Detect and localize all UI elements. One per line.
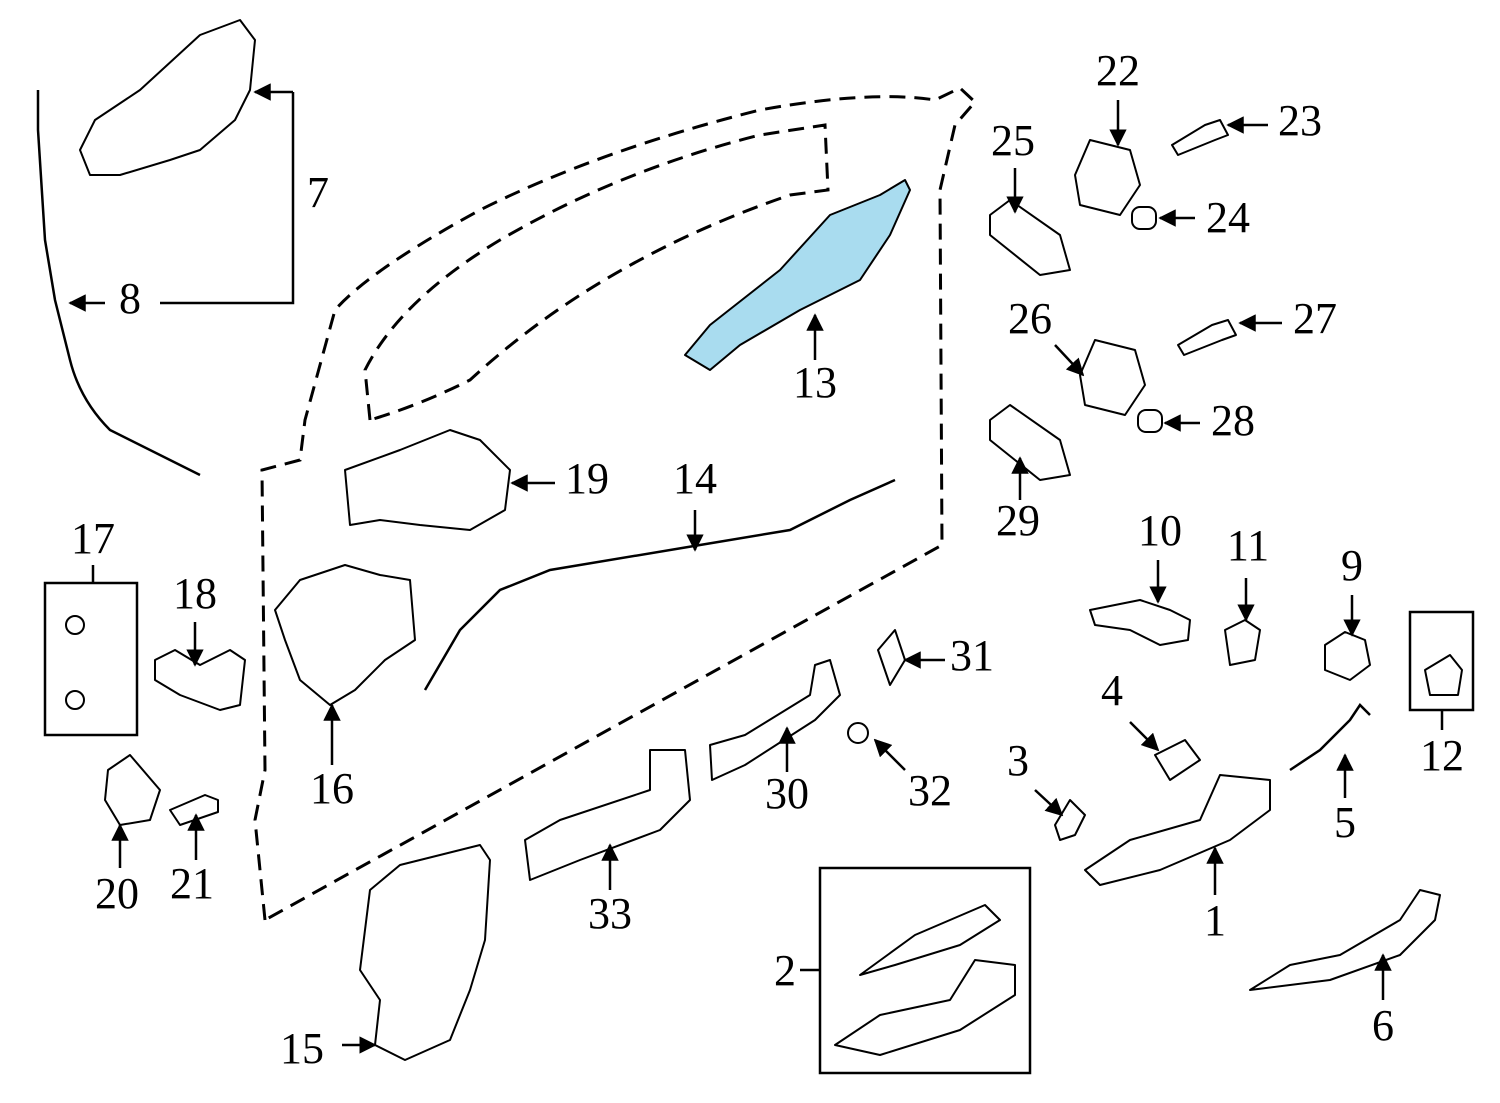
part-9-cap[interactable] (1324, 631, 1371, 681)
callout-19: 19 (565, 454, 609, 503)
callout-9: 9 (1341, 541, 1363, 590)
part-25-plate[interactable] (989, 199, 1071, 276)
part-14-cable[interactable] (423, 478, 896, 691)
callout-26: 26 (1008, 294, 1052, 343)
callout-21: 21 (170, 859, 214, 908)
part-4-gasket[interactable] (1154, 739, 1201, 781)
callout-20: 20 (95, 869, 139, 918)
callout-3: 3 (1007, 736, 1029, 785)
callout-28: 28 (1211, 396, 1255, 445)
part-2-cover (859, 904, 1001, 976)
callout-25: 25 (991, 116, 1035, 165)
callout-32: 32 (908, 766, 952, 815)
callout-30: 30 (765, 769, 809, 818)
leader-lines (68, 83, 1444, 1054)
callout-1: 1 (1204, 896, 1226, 945)
callout-7: 7 (307, 168, 329, 217)
callout-29: 29 (996, 496, 1040, 545)
part-30-door-check[interactable] (709, 659, 841, 781)
part-21-bolt[interactable] (169, 794, 219, 826)
part-32-bolt[interactable] (847, 722, 869, 744)
callout-17: 17 (71, 514, 115, 563)
callout-12: 12 (1420, 731, 1464, 780)
callout-23: 23 (1278, 96, 1322, 145)
callout-14: 14 (673, 454, 717, 503)
callout-22: 22 (1096, 46, 1140, 95)
part-15-door-module[interactable] (359, 844, 491, 1061)
part-28-bushing[interactable] (1137, 409, 1163, 433)
part-12-cap (1424, 654, 1463, 696)
part-33-handle-bracket[interactable] (524, 749, 691, 881)
part-3-gasket[interactable] (1054, 799, 1086, 841)
part-1-door-handle[interactable] (1084, 774, 1271, 886)
part-8-cable[interactable] (36, 90, 201, 477)
callout-2: 2 (774, 946, 796, 995)
part-13-window-regulator-bracket[interactable] (684, 179, 911, 371)
callout-33: 33 (588, 889, 632, 938)
callout-6: 6 (1372, 1001, 1394, 1050)
callout-31: 31 (950, 631, 994, 680)
callout-4: 4 (1101, 666, 1123, 715)
part-27-bolt[interactable] (1177, 319, 1237, 356)
callout-27: 27 (1293, 294, 1337, 343)
callout-15: 15 (280, 1024, 324, 1073)
callout-13: 13 (793, 358, 837, 407)
callout-18: 18 (173, 569, 217, 618)
part-17-screw-box[interactable] (43, 581, 139, 737)
part-5-sensor[interactable] (1289, 703, 1371, 772)
part-17-screw (65, 615, 85, 635)
part-6-handle-sensor[interactable] (1249, 889, 1441, 991)
part-19-shield[interactable] (344, 429, 511, 531)
part-29-plate[interactable] (989, 404, 1071, 481)
callout-11: 11 (1227, 521, 1269, 570)
window-outline (363, 123, 830, 422)
callout-10: 10 (1138, 506, 1182, 555)
part-20-striker[interactable] (104, 754, 161, 826)
part-31-seal[interactable] (877, 629, 906, 686)
part-26-hinge[interactable] (1079, 339, 1146, 416)
part-23-bolt[interactable] (1171, 119, 1229, 156)
part-16-door-latch[interactable] (274, 564, 416, 706)
callout-16: 16 (310, 764, 354, 813)
door-outline (253, 86, 978, 922)
part-11-cap[interactable] (1224, 619, 1261, 666)
part-22-hinge[interactable] (1074, 139, 1141, 216)
callout-5: 5 (1334, 798, 1356, 847)
callout-24: 24 (1206, 193, 1250, 242)
part-7-latch-cover[interactable] (79, 19, 256, 176)
callout-8: 8 (119, 274, 141, 323)
part-18-bracket[interactable] (154, 649, 246, 711)
part-17-screw (65, 690, 85, 710)
part-10-lock-cylinder[interactable] (1089, 599, 1191, 646)
part-2-handle (834, 959, 1016, 1056)
part-24-bushing[interactable] (1131, 206, 1157, 230)
